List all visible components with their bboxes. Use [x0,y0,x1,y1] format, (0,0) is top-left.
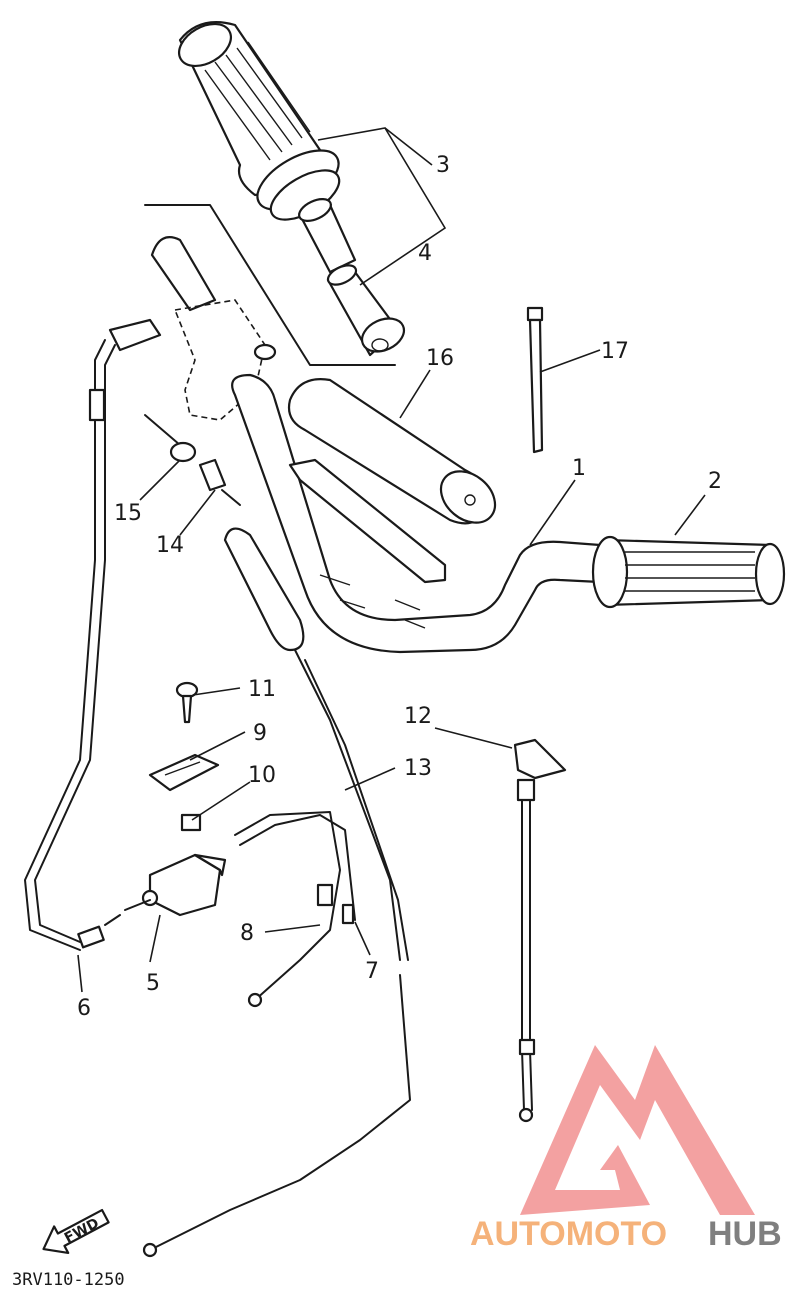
callout-11: 11 [248,677,276,702]
leader-lines [77,127,706,993]
callout-13: 13 [404,756,432,781]
callout-16: 16 [426,346,454,371]
part-3-left-grip [178,21,341,221]
callout-6: 6 [77,996,91,1021]
callout-3: 3 [436,153,450,178]
callout-12: 12 [404,704,432,729]
part-10-clip [180,813,202,832]
part-12-lever-cable [513,738,567,1123]
callout-8: 8 [240,921,254,946]
part-13-throttle-cable [142,527,411,1258]
part-17-cable-tie [526,306,544,454]
part-4-throttle-tube [298,198,406,357]
part-15-cable-nut [144,414,197,463]
callout-9: 9 [253,721,267,746]
callout-4: 4 [418,241,432,266]
callout-10: 10 [248,763,276,788]
callout-14: 14 [156,533,184,558]
part-5-switch [104,853,227,926]
part-9-bracket [148,753,220,792]
part-16-bar-pad [287,378,497,525]
callout-5: 5 [146,971,160,996]
callout-15: 15 [114,501,142,526]
part-6-cable [24,318,162,951]
diagram-code: 3RV110-1250 [12,1270,125,1290]
part-2-right-grip [591,535,786,609]
part-7-8-wires [234,811,356,1008]
callout-7: 7 [365,959,379,984]
part-14-adjuster [198,458,241,506]
watermark-text-hub: HUB [708,1215,782,1253]
reference-bracket [144,204,396,366]
watermark-text-auto: AUTOMOTO [470,1215,667,1253]
callout-2: 2 [708,469,722,494]
callout-17: 17 [601,339,629,364]
part-1-handlebar [231,373,602,654]
throttle-housing [173,299,277,421]
callout-1: 1 [572,456,586,481]
watermark-logo [520,1045,755,1215]
part-11-screw [175,681,199,724]
fwd-arrow: FWD [42,1208,110,1255]
